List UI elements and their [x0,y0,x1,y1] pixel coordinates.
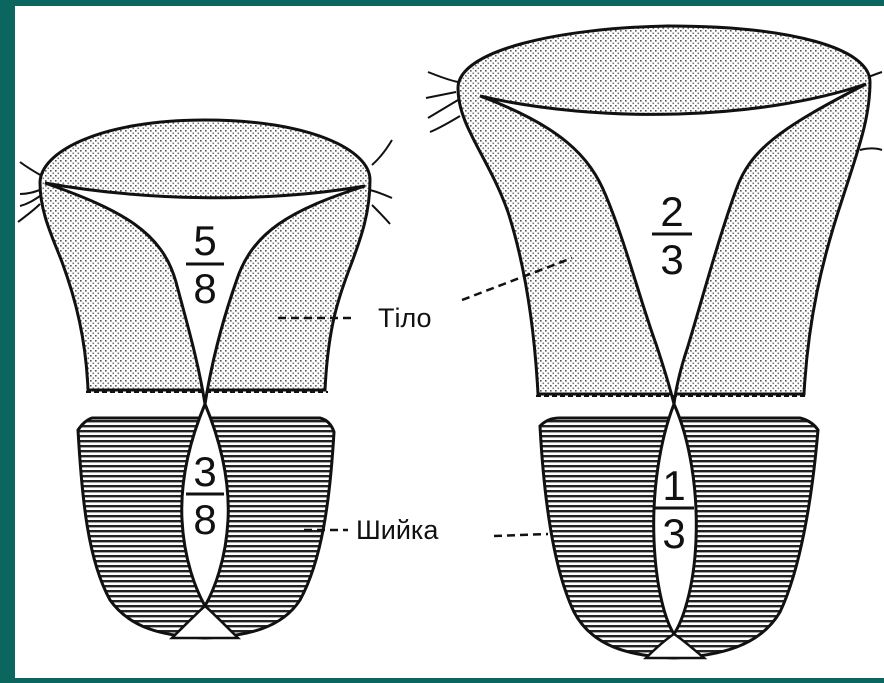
fraction-denominator: 8 [193,496,216,543]
fraction-numerator: 3 [193,448,216,495]
fraction-numerator: 1 [662,462,685,509]
fraction-denominator: 3 [662,510,685,557]
body-label: Тіло [378,303,432,333]
fraction-denominator: 8 [193,265,216,312]
fraction-denominator: 3 [660,236,683,283]
cervix-label: Шийка [356,515,439,545]
fraction-numerator: 2 [660,188,683,235]
fraction-numerator: 5 [193,217,216,264]
